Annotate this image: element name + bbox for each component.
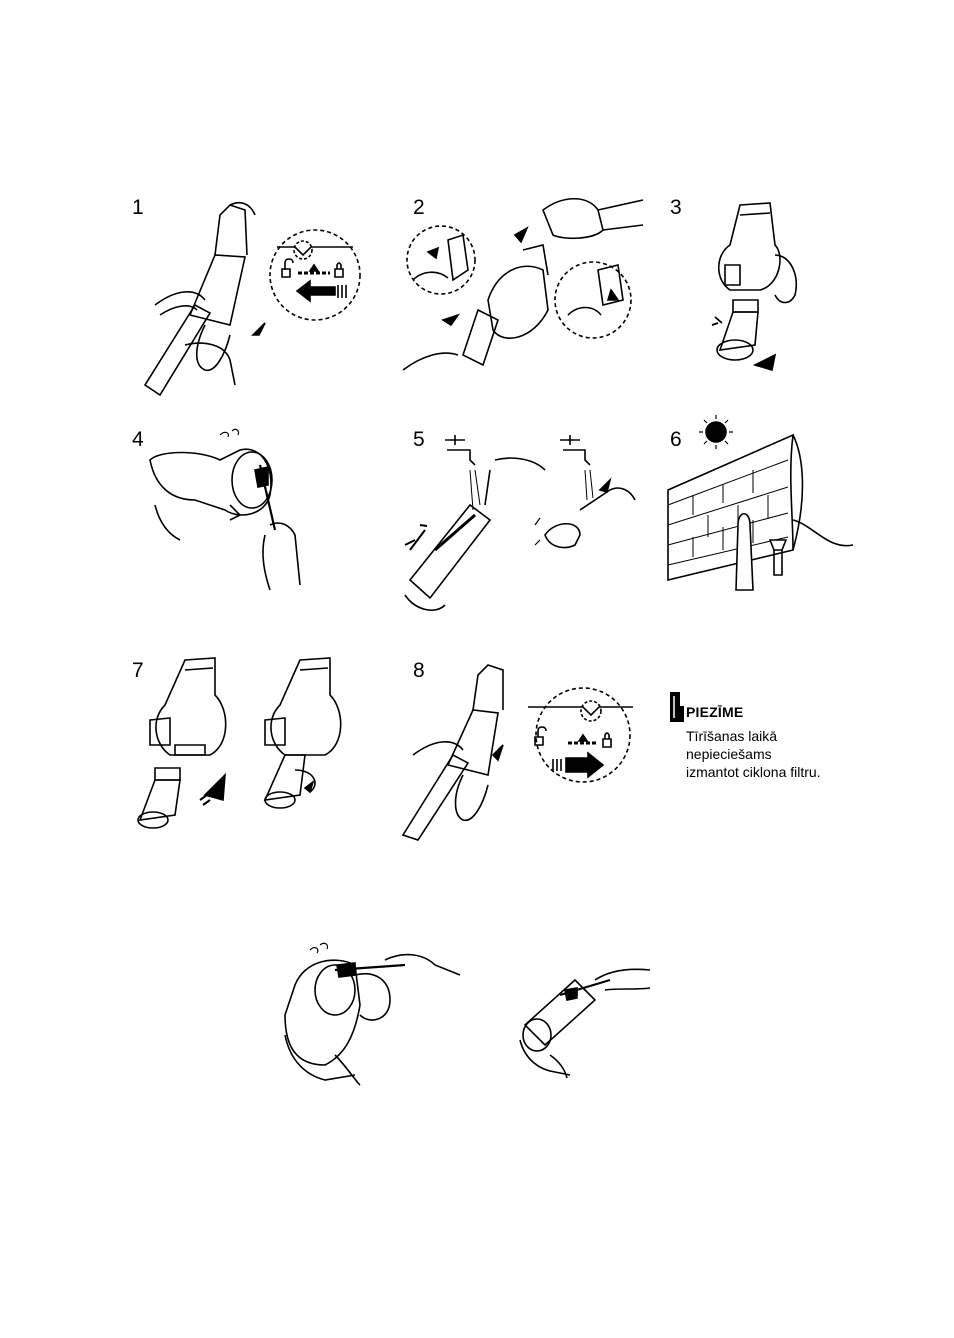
water-tap-icon	[445, 435, 475, 465]
step-5-illustration	[395, 430, 645, 620]
step-1-illustration	[135, 195, 375, 400]
step-6-illustration	[668, 415, 858, 600]
step-3-illustration	[700, 195, 820, 380]
cleaning-illustration-left	[275, 935, 465, 1090]
note-icon	[668, 690, 686, 724]
sun-icon	[699, 415, 733, 449]
note-line-1: Tīrīšanas laikā	[686, 727, 876, 745]
step-2-illustration	[403, 190, 648, 385]
step-4-illustration	[140, 425, 320, 595]
note-line-2: nepieciešams	[686, 745, 876, 763]
note-text: Tīrīšanas laikā nepieciešams izmantot ci…	[686, 727, 876, 781]
step-number-3: 3	[670, 196, 682, 220]
step-7-illustration	[135, 650, 365, 830]
note-title: PIEZĪME	[686, 704, 743, 720]
lock-icon	[335, 269, 343, 277]
step-8-illustration	[398, 655, 643, 840]
cleaning-illustration-right	[515, 960, 660, 1080]
note-line-3: izmantot ciklona filtru.	[686, 763, 876, 781]
